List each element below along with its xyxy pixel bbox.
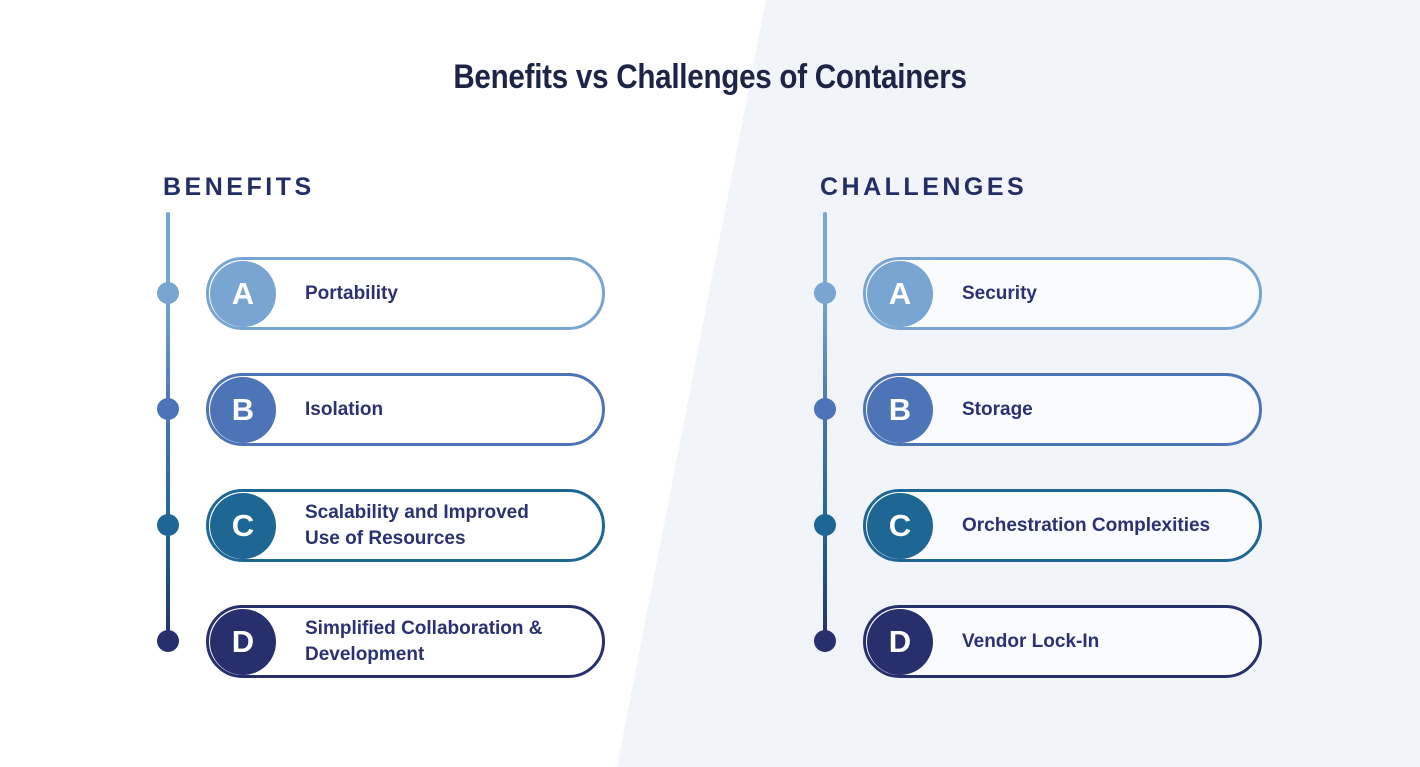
item-label: Vendor Lock-In xyxy=(962,630,1100,652)
item-label: Security xyxy=(962,282,1037,304)
item-letter: B xyxy=(888,391,912,427)
timeline-dot xyxy=(157,630,179,652)
list-item: C Scalability and Improved Use of Resour… xyxy=(206,489,605,562)
item-letter: B xyxy=(231,391,255,427)
challenges-heading: CHALLENGES xyxy=(820,173,1028,201)
item-label: Simplified Collaboration & Development xyxy=(305,617,543,665)
item-letter: A xyxy=(231,275,255,311)
list-item: D Vendor Lock-In xyxy=(863,605,1262,678)
item-letter-badge: D xyxy=(210,608,276,675)
item-letter-badge: B xyxy=(867,376,933,443)
item-letter-badge: A xyxy=(867,260,933,327)
list-item: D Simplified Collaboration & Development xyxy=(206,605,605,678)
list-item: C Orchestration Complexities xyxy=(863,489,1262,562)
timeline-dot xyxy=(814,282,836,304)
timeline-dot xyxy=(814,398,836,420)
item-letter-badge: C xyxy=(867,492,933,559)
page-title: Benefits vs Challenges of Containers xyxy=(453,58,967,96)
item-letter: A xyxy=(888,275,912,311)
item-label: Orchestration Complexities xyxy=(962,514,1211,536)
list-item: A Portability xyxy=(206,257,605,330)
timeline-dot xyxy=(157,514,179,536)
item-letter: D xyxy=(888,623,912,659)
item-letter-badge: B xyxy=(210,376,276,443)
timeline-dot xyxy=(814,514,836,536)
list-item: B Isolation xyxy=(206,373,605,446)
timeline-dot xyxy=(814,630,836,652)
timeline-dot xyxy=(157,282,179,304)
timeline-line xyxy=(166,212,170,642)
item-letter-badge: C xyxy=(210,492,276,559)
timeline-dot xyxy=(157,398,179,420)
item-label: Isolation xyxy=(305,398,384,420)
item-letter-badge: D xyxy=(867,608,933,675)
item-label: Scalability and Improved Use of Resource… xyxy=(305,501,529,549)
list-item: A Security xyxy=(863,257,1262,330)
item-letter-badge: A xyxy=(210,260,276,327)
item-letter: C xyxy=(231,507,255,543)
item-label: Portability xyxy=(305,282,398,304)
item-letter: D xyxy=(231,623,255,659)
list-item: B Storage xyxy=(863,373,1262,446)
item-label: Storage xyxy=(962,398,1033,420)
item-letter: C xyxy=(888,507,912,543)
benefits-heading: BENEFITS xyxy=(163,173,315,201)
timeline-line xyxy=(823,212,827,642)
